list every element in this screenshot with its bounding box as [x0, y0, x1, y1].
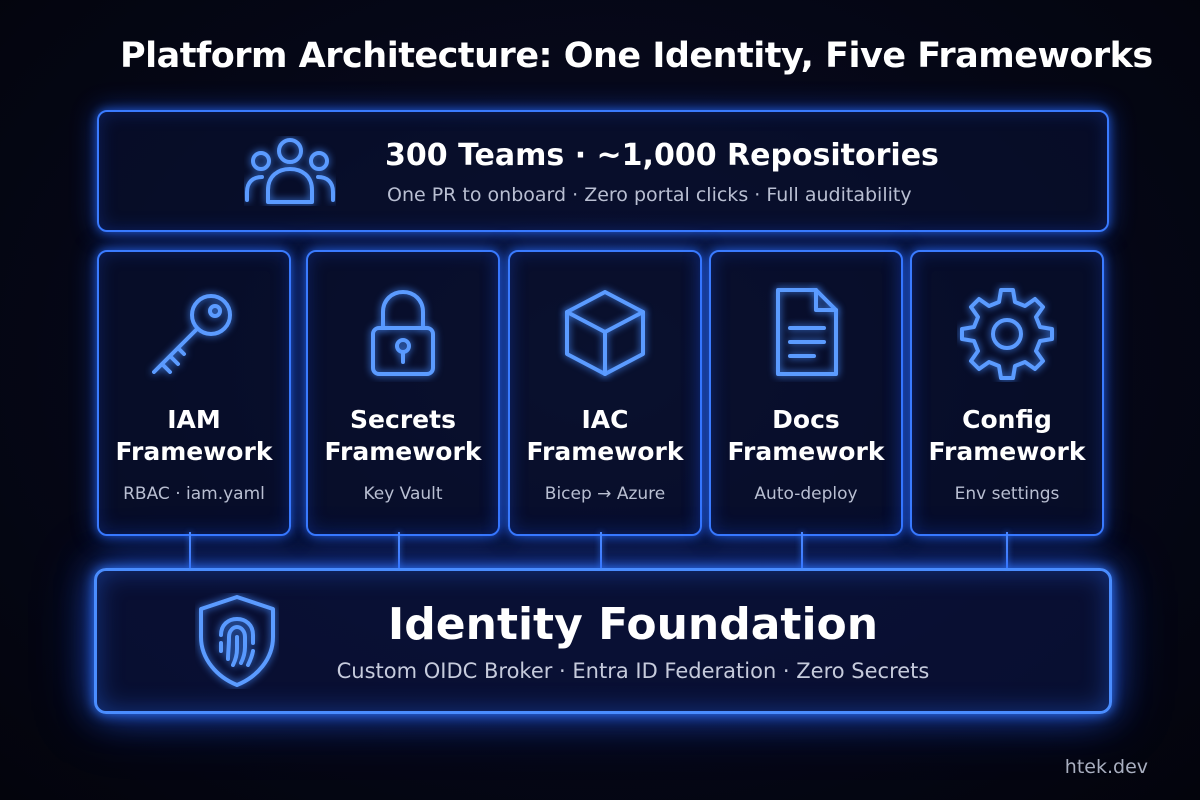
- connector-line: [189, 532, 191, 568]
- framework-name: Config Framework: [928, 405, 1086, 466]
- connector-line: [1006, 532, 1008, 568]
- framework-detail: RBAC · iam.yaml: [123, 484, 265, 504]
- users-icon: [245, 138, 335, 204]
- framework-detail: Auto-deploy: [754, 484, 858, 504]
- identity-foundation-panel: Identity Foundation Custom OIDC Broker ·…: [94, 568, 1112, 714]
- framework-name: Docs Framework: [727, 405, 885, 466]
- framework-card-config: Config Framework Env settings: [910, 250, 1104, 536]
- key-icon: [152, 294, 232, 374]
- watermark: htek.dev: [1064, 756, 1148, 778]
- gear-icon: [960, 288, 1054, 380]
- connector-line: [398, 532, 400, 568]
- connector-line: [801, 532, 803, 568]
- framework-detail: Bicep → Azure: [544, 484, 666, 504]
- framework-name: IAM Framework: [115, 405, 273, 466]
- framework-detail: Env settings: [954, 484, 1060, 504]
- lock-icon: [371, 290, 435, 376]
- framework-card-iac: IAC Framework Bicep → Azure: [508, 250, 702, 536]
- summary-heading: 300 Teams · ~1,000 Repositories: [385, 138, 939, 173]
- foundation-subtext: Custom OIDC Broker · Entra ID Federation…: [336, 659, 930, 683]
- foundation-heading: Identity Foundation: [387, 599, 879, 650]
- summary-subtext: One PR to onboard · Zero portal clicks ·…: [387, 184, 912, 206]
- page-title: Platform Architecture: One Identity, Fiv…: [120, 36, 1153, 76]
- document-icon: [776, 288, 838, 376]
- summary-panel: 300 Teams · ~1,000 Repositories One PR t…: [97, 110, 1109, 232]
- framework-name: Secrets Framework: [324, 405, 482, 466]
- framework-detail: Key Vault: [363, 484, 443, 504]
- framework-name: IAC Framework: [526, 405, 684, 466]
- cube-icon: [565, 290, 645, 376]
- framework-card-secrets: Secrets Framework Key Vault: [306, 250, 500, 536]
- framework-card-docs: Docs Framework Auto-deploy: [709, 250, 903, 536]
- framework-card-iam: IAM Framework RBAC · iam.yaml: [97, 250, 291, 536]
- connector-line: [600, 532, 602, 568]
- fingerprint-shield-icon: [199, 595, 275, 687]
